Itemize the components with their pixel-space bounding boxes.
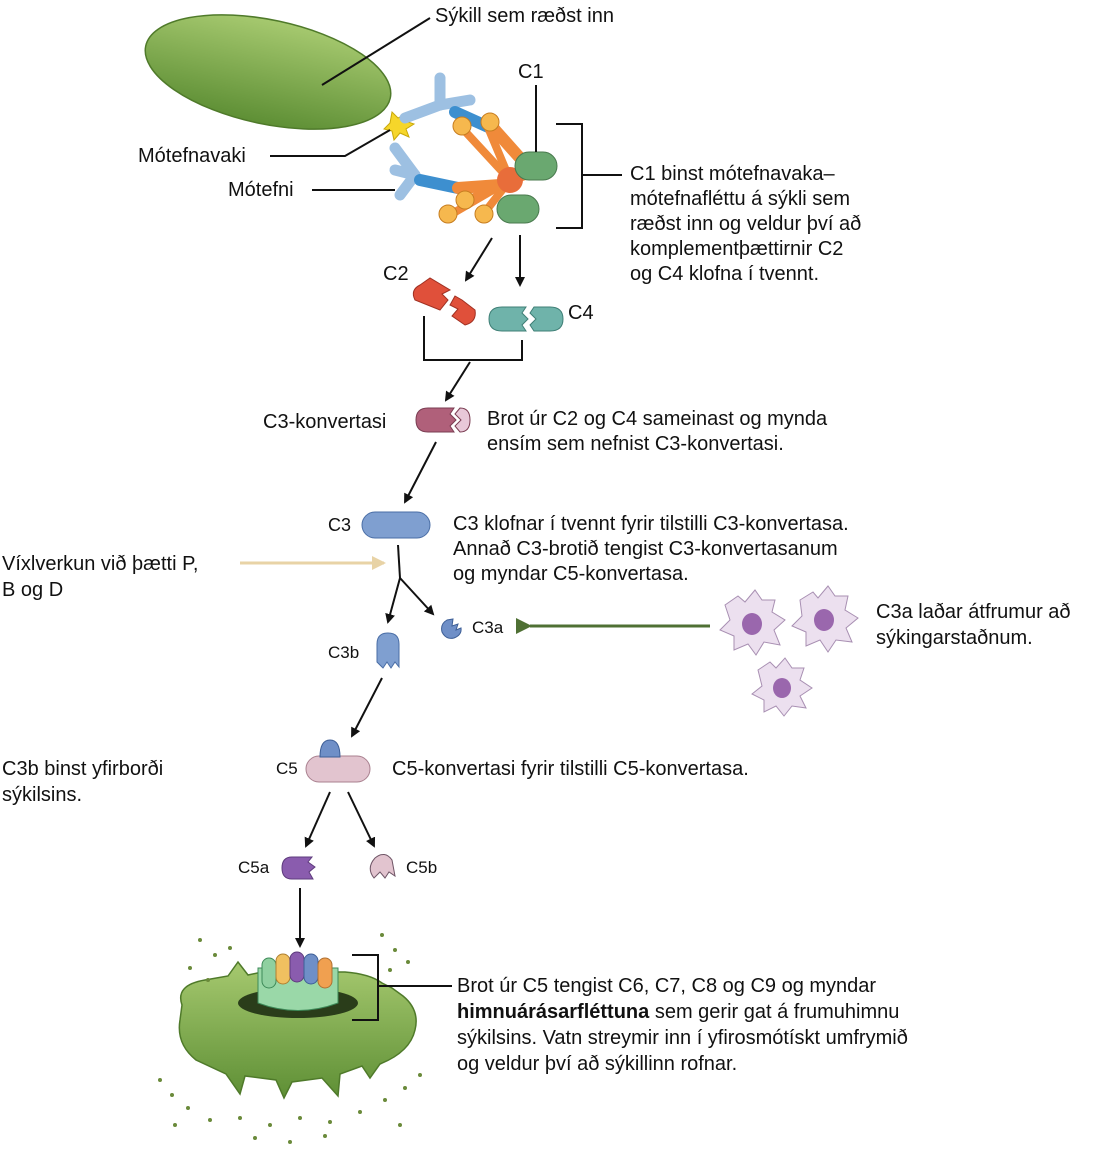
- arrow-to-c5b: [347, 791, 376, 848]
- c3-note-line-2: Annað C3-brotið tengist C3-konvertasanum: [453, 538, 838, 560]
- phagocyte-cells: [719, 585, 859, 717]
- spilled-cytoplasm-dots: [158, 933, 422, 1144]
- c5b-shape: [369, 854, 396, 879]
- c3b-shape: [376, 632, 400, 669]
- pathogen-leader-line: [321, 17, 431, 86]
- phagocyte-note-line-2: sýkingarstaðnum.: [876, 627, 1033, 649]
- arrow-to-c3-convertase: [444, 361, 471, 402]
- lysing-pathogen-cell: [178, 951, 417, 1100]
- c3a-shape: [441, 618, 462, 639]
- c1-note-line-4: komplementþættirnir C2: [630, 238, 843, 260]
- c4-label: C4: [568, 302, 594, 324]
- arrow-to-c5: [351, 677, 383, 738]
- c3-note-line-1: C3 klofnar í tvennt fyrir tilstilli C3-k…: [453, 513, 849, 535]
- factors-note-line-2: B og D: [2, 579, 63, 601]
- pathogen-label: Sýkill sem ræðst inn: [435, 5, 614, 27]
- phagocyte-note-line-1: C3a laðar átfrumur að: [876, 601, 1071, 623]
- c5b-label: C5b: [406, 858, 437, 877]
- c5-convertase-shape: [305, 739, 371, 783]
- c5-label: C5: [276, 759, 298, 778]
- c5a-label: C5a: [238, 858, 270, 877]
- c5a-shape: [281, 856, 316, 880]
- factors-note-line-1: Víxlverkun við þætti P,: [2, 553, 198, 575]
- antibody-label: Mótefni: [228, 179, 294, 201]
- c3b-note-line-2: sýkilsins.: [2, 784, 82, 806]
- c1-note-line-3: ræðst inn og veldur því að: [630, 213, 861, 235]
- c3-convertase-shape: [415, 407, 471, 433]
- arrow-to-c3a: [399, 577, 435, 616]
- c3-convertase-note-line-1: Brot úr C2 og C4 sameinast og mynda: [487, 408, 828, 430]
- pathogen-cell: [144, 14, 392, 130]
- c3b-note-line-1: C3b binst yfirborði: [2, 758, 163, 780]
- c3-split-stem: [397, 544, 401, 579]
- c1-note-line-5: og C4 klofna í tvennt.: [630, 263, 819, 285]
- c2-label: C2: [383, 263, 409, 285]
- c3a-label: C3a: [472, 618, 504, 637]
- c1-note-line-2: mótefnafléttu á sýkli sem: [630, 188, 850, 210]
- c1-note-line-1: C1 binst mótefnavaka–: [630, 163, 835, 185]
- mac-note-line-2-rest: sem gerir gat á frumuhimnu: [649, 1001, 899, 1023]
- c3-convertase-note-line-2: ensím sem nefnist C3-konvertasi.: [487, 433, 784, 455]
- c3-label: C3: [328, 515, 351, 535]
- mac-note-line-4: og veldur því að sýkillinn rofnar.: [457, 1053, 737, 1075]
- antigen-label: Mótefnavaki: [138, 145, 246, 167]
- arrow-to-c2: [464, 237, 493, 282]
- mac-note-line-1: Brot úr C5 tengist C6, C7, C8 og C9 og m…: [457, 975, 876, 997]
- c3-shape: [361, 511, 431, 539]
- c1-complex: [438, 112, 558, 224]
- c3-note-line-3: og myndar C5-konvertasa.: [453, 563, 689, 585]
- mac-note-bold-term: himnuárásarfléttuna: [457, 1001, 650, 1023]
- mac-bracket: [352, 954, 379, 1021]
- arrow-to-c3b: [385, 577, 401, 624]
- c3b-label: C3b: [328, 643, 359, 662]
- c3-convertase-label: C3-konvertasi: [263, 411, 386, 433]
- antigen-leader-line: [270, 129, 391, 157]
- c1-label: C1: [518, 61, 544, 83]
- arrow-to-c3: [404, 441, 437, 504]
- arrow-to-c5a: [304, 791, 331, 848]
- c1-bracket: [556, 123, 583, 229]
- c4-fragments: [488, 306, 564, 332]
- c5-note: C5-konvertasi fyrir tilstilli C5-konvert…: [392, 758, 749, 780]
- mac-note-line-2: himnuárásarfléttuna sem gerir gat á frum…: [457, 1001, 899, 1023]
- antibody-upper: [399, 72, 526, 164]
- c2-fragments: [412, 277, 476, 326]
- mac-note-line-3: sýkilsins. Vatn streymir inn í yfirosmót…: [457, 1027, 908, 1049]
- c2-c4-join-bracket: [423, 316, 523, 361]
